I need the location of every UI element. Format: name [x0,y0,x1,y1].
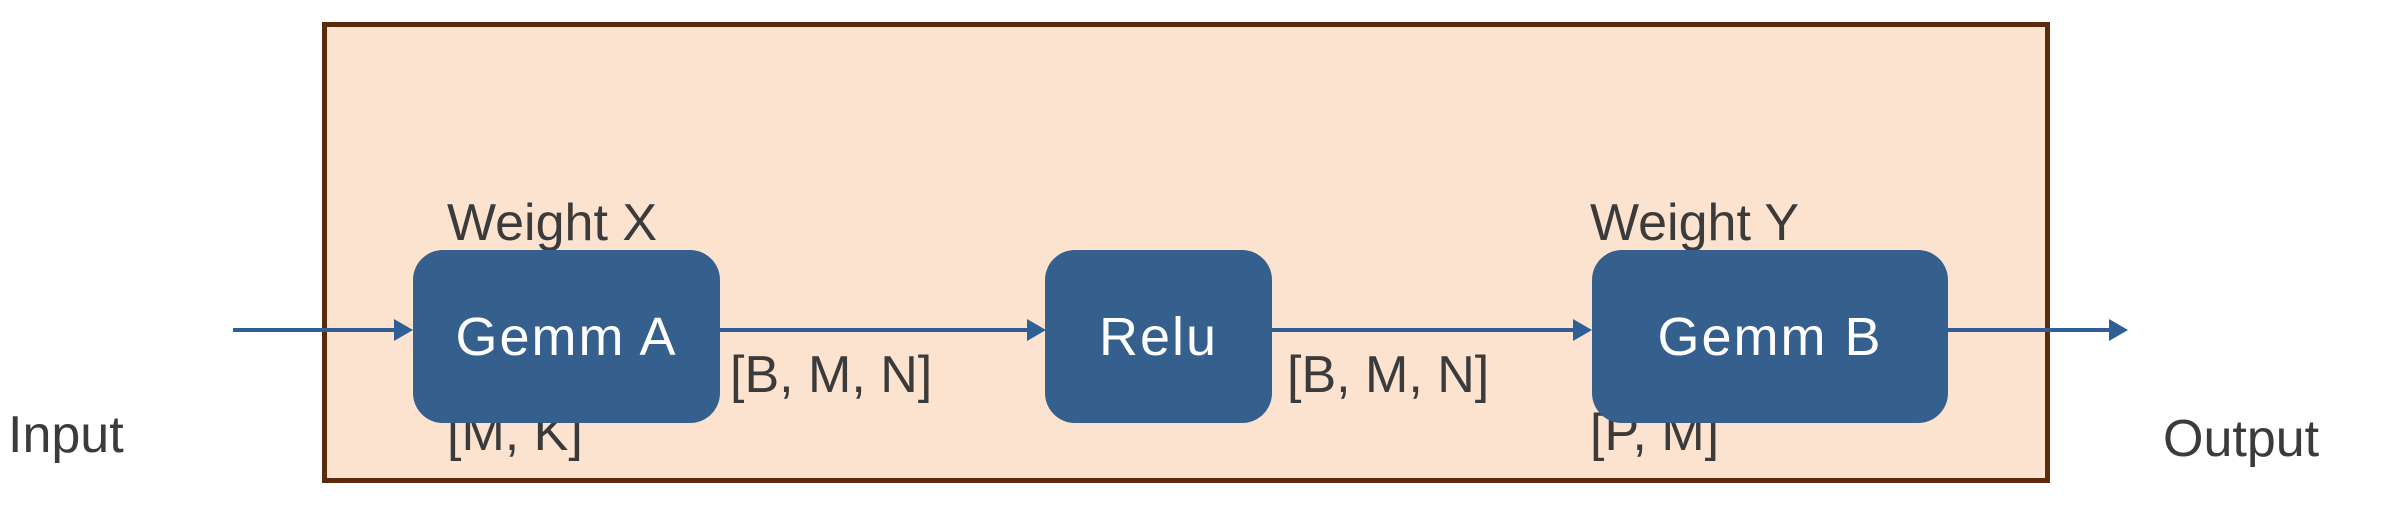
output-label-block: Output [B, P, N] [2163,264,2350,506]
node-gemm-b-label: Gemm B [1657,306,1883,367]
edge-dims-label-2: [B, M, N] [1287,346,1490,404]
arrowhead-icon [2109,319,2128,341]
arrowhead-icon [1573,319,1592,341]
edge-dims-label-1: [B, M, N] [730,346,933,404]
arrow-relu-to-gemm-b [1272,319,1592,341]
node-relu: Relu [1045,250,1272,423]
arrow-gemm-b-to-output [1948,319,2128,341]
arrow-shaft [1948,328,2116,332]
arrowhead-icon [1027,319,1046,341]
input-label-block: Input [B, K, N] [8,260,202,506]
arrow-shaft [233,328,401,332]
node-gemm-a: Gemm A [413,250,720,423]
arrow-shaft [1272,328,1580,332]
node-gemm-b: Gemm B [1592,250,1948,423]
output-label: Output [2163,410,2320,468]
arrowhead-icon [394,319,413,341]
node-gemm-a-label: Gemm A [455,306,678,367]
arrow-input-to-gemm-a [233,319,413,341]
input-label: Input [8,406,124,464]
weight-y-label: Weight Y [1590,194,1800,252]
arrow-shaft [720,328,1034,332]
arrow-gemm-a-to-relu [720,319,1046,341]
node-relu-label: Relu [1098,306,1219,367]
weight-x-label: Weight X [447,194,658,252]
